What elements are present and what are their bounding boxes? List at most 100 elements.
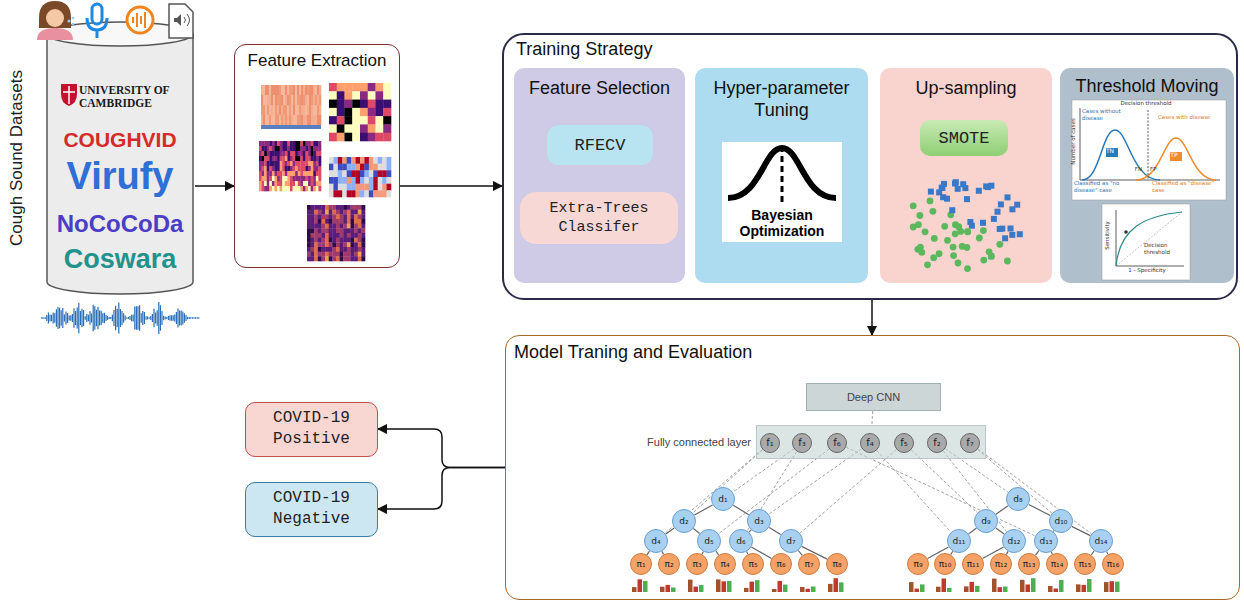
image-cell — [306, 151, 309, 156]
image-cell — [259, 146, 262, 151]
image-cell — [259, 156, 262, 161]
image-cell — [272, 151, 275, 156]
image-cell — [291, 95, 293, 105]
node-label: π₅ — [748, 560, 757, 569]
image-cell — [295, 146, 298, 151]
image-cell — [373, 170, 378, 177]
image-cell — [337, 124, 345, 133]
chart-frame — [1072, 100, 1226, 200]
image-cell — [267, 171, 270, 176]
image-cell — [285, 151, 288, 156]
decision-node: d₁₄ — [1089, 529, 1113, 553]
image-cell — [361, 256, 365, 261]
image-cell — [303, 176, 306, 181]
image-cell — [293, 166, 296, 171]
majority-point — [941, 181, 947, 187]
image-cell — [293, 156, 296, 161]
class-bar — [1110, 581, 1115, 592]
image-cell — [329, 124, 337, 133]
image-cell — [364, 190, 369, 197]
wave-stroke — [171, 315, 172, 321]
minority-point — [930, 208, 937, 215]
image-cell — [383, 116, 391, 125]
wave-stroke — [182, 311, 183, 324]
image-cell — [338, 157, 343, 164]
image-cell — [277, 156, 280, 161]
image-cell — [287, 141, 290, 146]
image-cell — [279, 115, 281, 125]
image-cell — [351, 190, 356, 197]
image-cell — [281, 85, 283, 95]
image-cell — [318, 210, 322, 215]
image-cell — [318, 228, 322, 233]
wave-stroke — [51, 315, 52, 322]
image-cell — [264, 146, 267, 151]
image-cell — [311, 219, 315, 224]
image-cell — [285, 146, 288, 151]
image-cell — [318, 233, 322, 238]
majority-point — [1017, 231, 1023, 237]
image-cell — [342, 170, 347, 177]
class-bar — [1020, 580, 1025, 592]
file-icon — [169, 4, 193, 38]
image-cell — [277, 146, 280, 151]
image-cell — [318, 214, 322, 219]
image-cell — [387, 170, 392, 177]
image-cell — [354, 233, 358, 238]
image-cell — [267, 151, 270, 156]
image-cell — [282, 146, 285, 151]
class-bar — [660, 587, 665, 592]
node-label: d₁₁ — [953, 537, 966, 546]
image-cell — [383, 133, 391, 142]
image-cell — [303, 141, 306, 146]
class-bar — [750, 582, 755, 592]
image-cell — [329, 108, 337, 117]
image-cell — [368, 91, 376, 100]
wave-stroke — [65, 311, 66, 324]
image-cell — [356, 157, 361, 164]
image-cell — [369, 177, 374, 184]
wave-stroke — [80, 311, 81, 325]
image-cell — [295, 105, 297, 115]
image-cell — [269, 186, 272, 191]
wave-stroke — [61, 310, 62, 326]
image-cell — [298, 156, 301, 161]
minority-point — [918, 249, 925, 256]
image-cell — [382, 157, 387, 164]
wave-stroke — [169, 315, 170, 321]
image-cell — [311, 256, 315, 261]
image-cell — [358, 252, 362, 257]
image-cell — [352, 83, 360, 92]
minority-point — [922, 228, 929, 235]
class-bar — [688, 580, 693, 592]
image-cell — [347, 184, 352, 191]
image-cell — [311, 115, 313, 125]
node-label: d₉ — [981, 517, 990, 526]
node-label: COVID-19 Negative — [246, 488, 377, 530]
image-cell — [269, 115, 271, 125]
image-cell — [340, 256, 344, 261]
image-cell — [318, 256, 322, 261]
method-pill: RFECV — [547, 125, 653, 165]
image-cell — [329, 214, 333, 219]
node-label: d₇ — [786, 537, 795, 546]
image-cell — [295, 186, 298, 191]
wave-stroke — [57, 307, 58, 329]
class-bar — [920, 584, 925, 592]
image-cell — [332, 210, 336, 215]
image-cell — [272, 166, 275, 171]
wave-stroke — [101, 311, 102, 325]
image-cell — [322, 242, 326, 247]
audio-bars — [133, 12, 145, 28]
image-cell — [329, 205, 333, 210]
image-cell — [308, 151, 311, 156]
image-cell — [313, 151, 316, 156]
leaf-node: π₂ — [658, 553, 680, 575]
image-cell — [269, 146, 272, 151]
image-cell — [300, 176, 303, 181]
image-cell — [376, 108, 384, 117]
image-cell — [317, 105, 319, 115]
image-cell — [311, 252, 315, 257]
image-cell — [295, 95, 297, 105]
image-cell — [281, 105, 283, 115]
